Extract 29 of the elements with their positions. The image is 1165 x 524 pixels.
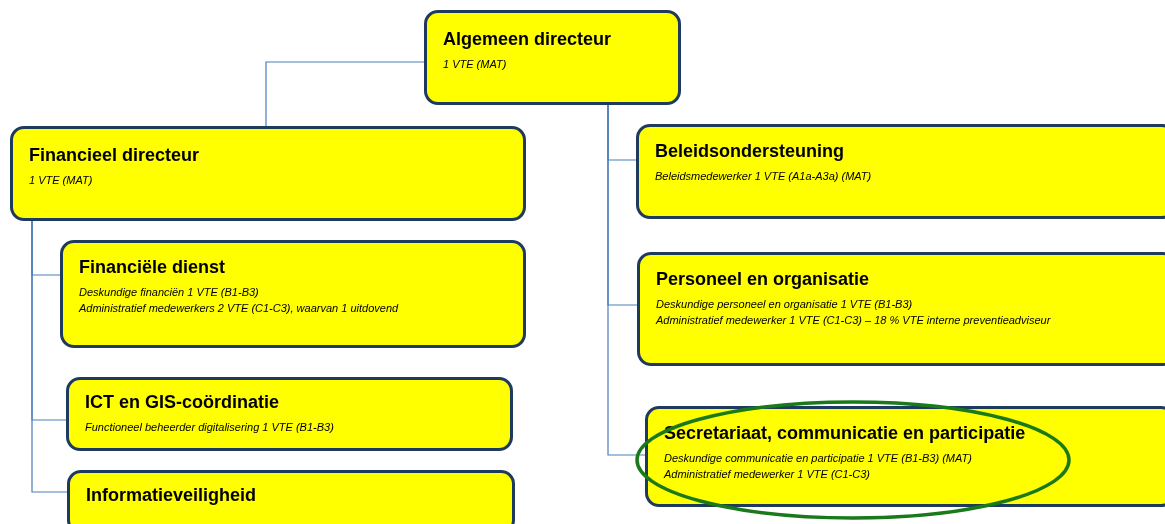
org-unit-box: [67, 470, 515, 524]
staffing-text: Administratief medewerkers 2 VTE (C1-C3), waarvan 1 uitdovend: [79, 301, 399, 316]
staffing-text: Beleidsmedewerker 1 VTE (A1a-A3a) (MAT): [655, 169, 872, 184]
unit-title: Informatieveiligheid: [86, 485, 257, 506]
connector-line: [31, 220, 68, 493]
unit-title: Beleidsondersteuning: [655, 141, 845, 162]
staffing-text: Deskundige communicatie en participatie 1 VTE (B1-B3) (MAT): [664, 451, 972, 466]
org-unit-box: [645, 406, 1165, 507]
staffing-text: Deskundige financiën 1 VTE (B1-B3): [79, 285, 259, 300]
org-unit-box: [424, 10, 681, 105]
staffing-text: 1 VTE (MAT): [29, 173, 93, 188]
staffing-text: Deskundige personeel en organisatie 1 VTE (B1-B3): [656, 297, 913, 312]
org-unit-box: [637, 252, 1165, 366]
org-unit-box: [10, 126, 526, 221]
org-unit-box: [636, 124, 1165, 219]
staffing-text: Administratief medewerker 1 VTE (C1-C3) – 18 % VTE interne preventieadviseur: [656, 313, 1051, 328]
unit-title: Personeel en organisatie: [656, 269, 870, 290]
unit-title: Financiële dienst: [79, 257, 226, 278]
unit-title: Financieel directeur: [29, 145, 200, 166]
unit-title: ICT en GIS-coördinatie: [85, 392, 280, 413]
staffing-text: 1 VTE (MAT): [443, 57, 507, 72]
org-unit-box: [66, 377, 513, 451]
unit-title: Algemeen directeur: [443, 29, 612, 50]
connector-line: [265, 61, 425, 127]
org-unit-box: [60, 240, 526, 348]
unit-title: Secretariaat, communicatie en participatie: [664, 423, 1026, 444]
connector-line: [607, 104, 646, 456]
staffing-text: Functioneel beheerder digitalisering 1 VTE (B1-B3): [85, 420, 334, 435]
staffing-text: Administratief medewerker 1 VTE (C1-C3): [664, 467, 870, 482]
